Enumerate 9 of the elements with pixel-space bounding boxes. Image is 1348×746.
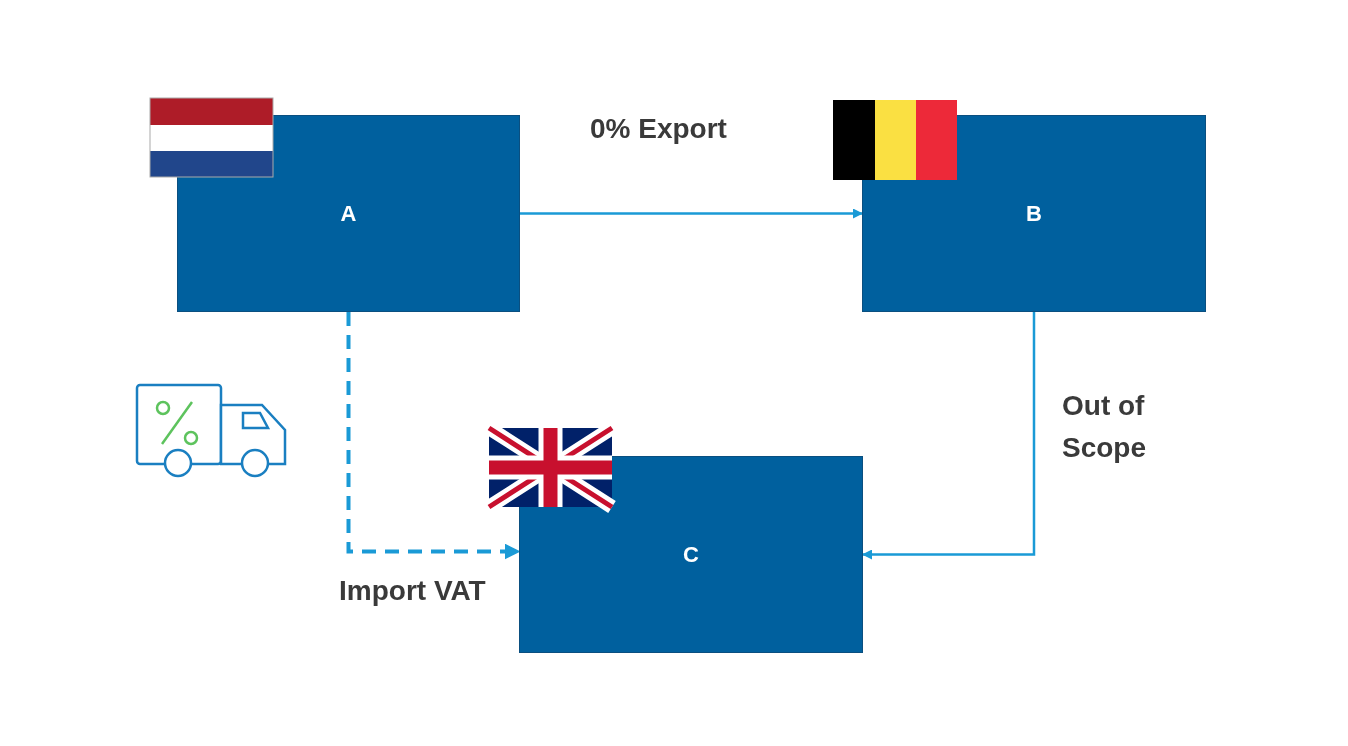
process-box — [519, 456, 863, 653]
arrow — [862, 312, 1036, 560]
box-label: A — [340, 200, 357, 227]
process-box — [862, 115, 1206, 312]
dashed-arrow — [346, 312, 521, 560]
arrow — [520, 208, 863, 219]
box-label: B — [1026, 200, 1042, 227]
box-label: C — [683, 541, 699, 568]
process-box — [177, 115, 520, 312]
